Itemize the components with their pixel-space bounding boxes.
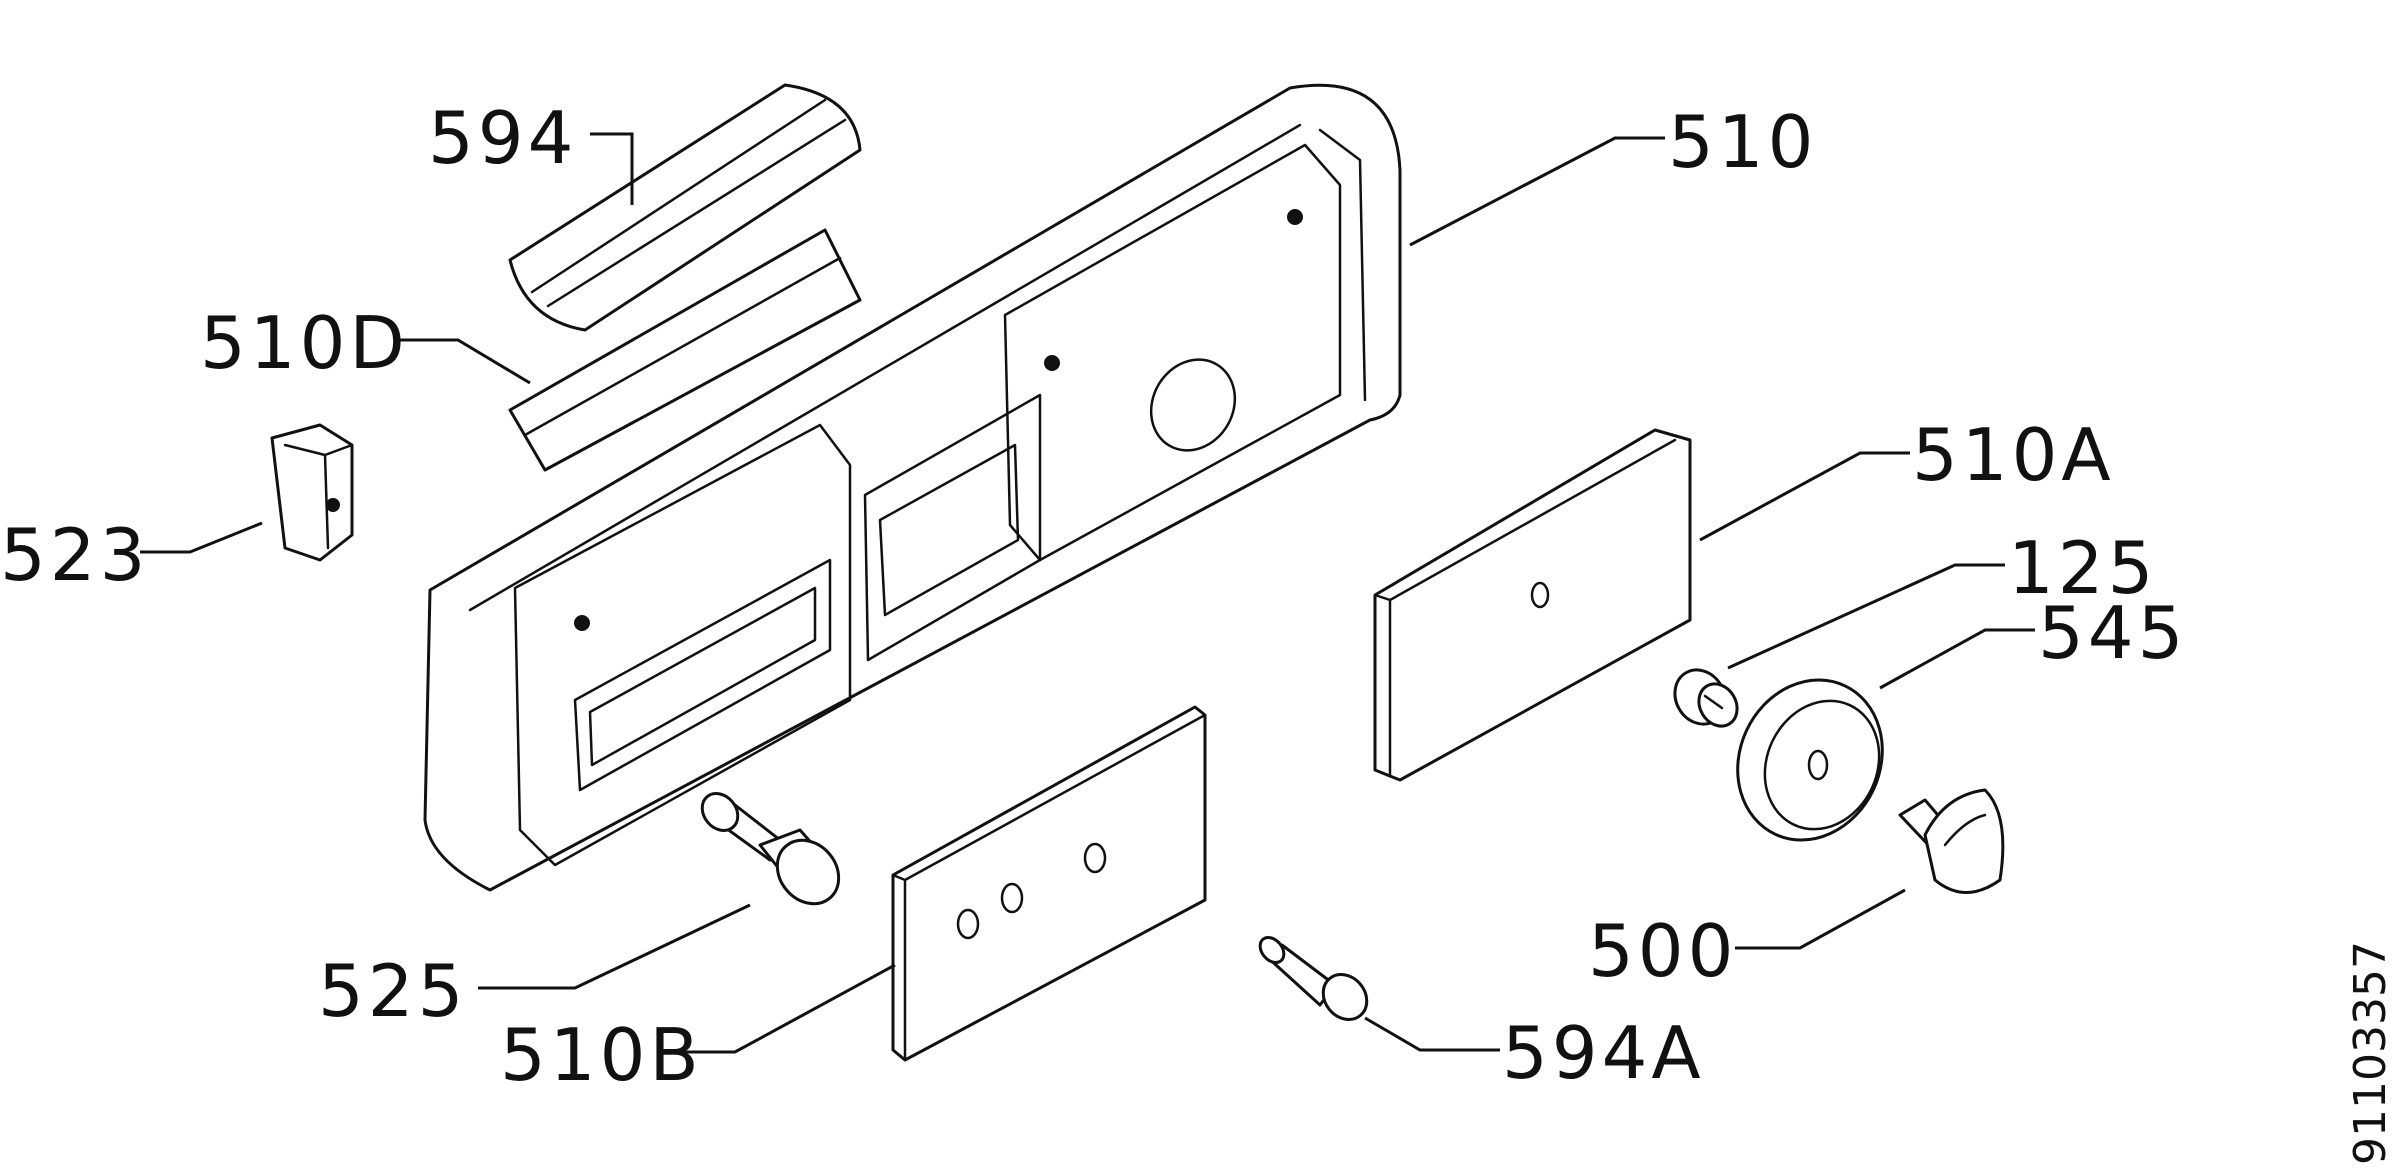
leader-594A [1364, 1016, 1500, 1052]
part-525-push-button [700, 792, 841, 906]
label-545: 545 [2038, 591, 2187, 675]
leader-525 [478, 903, 751, 990]
label-523: 523 [0, 513, 149, 597]
label-525: 525 [318, 949, 467, 1033]
label-594A: 594A [1502, 1011, 1705, 1095]
document-number: 91103357 [2345, 941, 2396, 1165]
leader-510A [1699, 451, 1910, 542]
leader-125 [1727, 563, 2005, 670]
label-510A: 510A [1912, 413, 2115, 497]
leader-510D [395, 338, 531, 385]
label-500: 500 [1588, 909, 1737, 993]
leader-lines [140, 132, 2035, 1054]
leader-510B [680, 963, 896, 1054]
leader-594 [590, 132, 634, 205]
part-523-clip [270, 423, 354, 562]
label-510: 510 [1668, 100, 1817, 184]
part-500-knob [1898, 788, 2005, 894]
part-510A-plate [1373, 428, 1692, 782]
leader-545 [1879, 628, 2035, 690]
label-594: 594 [428, 96, 577, 180]
label-510B: 510B [500, 1013, 703, 1097]
part-545-disc [1736, 678, 1884, 842]
part-594A-pin [1258, 935, 1369, 1021]
leader-523 [140, 521, 263, 554]
label-125: 125 [2008, 526, 2157, 610]
part-510D-strip [508, 228, 862, 472]
part-510B-plate [891, 705, 1207, 1062]
part-510-control-panel [423, 83, 1402, 892]
part-labels: 594 510 510D 523 510A 125 545 500 525 51… [0, 96, 2187, 1097]
label-510D: 510D [200, 301, 409, 385]
part-594-trim-strip [508, 83, 862, 332]
leader-510 [1409, 136, 1665, 247]
leader-500 [1735, 888, 1906, 950]
part-125-bushing [1673, 668, 1739, 728]
